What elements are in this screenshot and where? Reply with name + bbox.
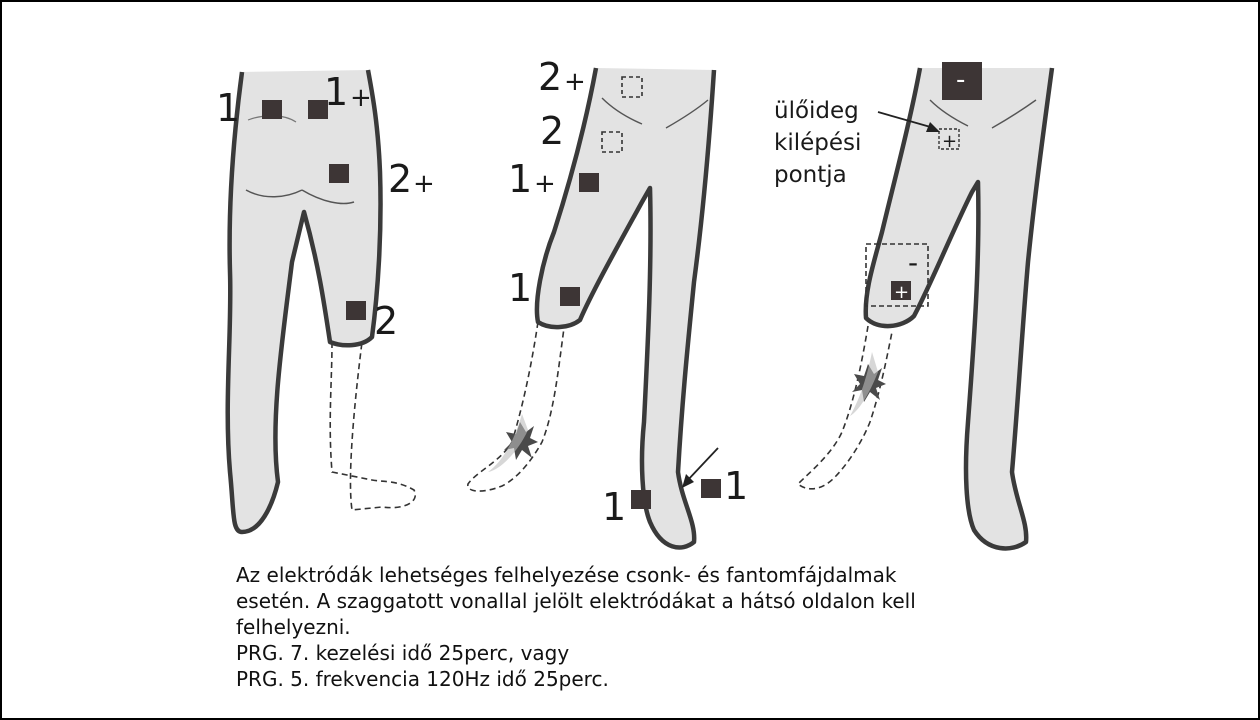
nerve-label-plus-hip: + xyxy=(942,131,957,152)
front-label-2-plus: 2 xyxy=(538,55,562,99)
front-electrode-1 xyxy=(560,287,580,306)
nerve-pain-shade xyxy=(850,352,878,416)
front-label-2-plus-sign: + xyxy=(564,67,586,97)
front-groin-line-left xyxy=(601,97,643,125)
back-label-2-plus-sign: + xyxy=(413,169,435,199)
nerve-label-line1: ülőideg xyxy=(774,98,859,124)
figure-caption: Az elektródák lehetséges felhelyezése cs… xyxy=(236,562,1056,692)
front-label-1: 1 xyxy=(508,266,532,310)
back-label-1-right-plus: + xyxy=(350,83,372,113)
caption-line-5: PRG. 5. frekvencia 120Hz idő 25perc. xyxy=(236,667,609,691)
front-label-1-foot-left: 1 xyxy=(602,485,626,529)
back-label-1-right: 1 xyxy=(324,70,348,114)
back-label-2-plus: 2 xyxy=(388,157,412,201)
front-pain-shade xyxy=(488,414,528,472)
nerve-knee-dashed-box xyxy=(865,243,929,307)
nerve-electrode-plus-knee xyxy=(891,281,911,300)
nerve-label-minus-top: - xyxy=(956,65,965,95)
front-groin-line-right xyxy=(665,99,709,129)
nerve-groin-line-right xyxy=(991,99,1037,129)
front-electrode-1-foot-left xyxy=(631,490,651,509)
back-buttock-line-right xyxy=(301,189,355,205)
front-electrode-2-dashed xyxy=(601,131,623,153)
back-label-2: 2 xyxy=(374,299,398,343)
front-label-1-foot-right: 1 xyxy=(724,464,748,508)
back-label-1-left: 1 xyxy=(216,86,240,130)
front-label-1-plus-sign: + xyxy=(534,169,556,199)
back-electrode-2 xyxy=(346,301,366,320)
nerve-body-outline xyxy=(863,67,1055,551)
caption-line-1: Az elektródák lehetséges felhelyezése cs… xyxy=(236,563,897,587)
nerve-electrode-plus-hip xyxy=(938,128,960,150)
front-arrow-line xyxy=(685,447,719,483)
nerve-label-line3: pontja xyxy=(774,162,847,188)
front-phantom-leg-outline xyxy=(467,321,565,492)
nerve-groin-line-left xyxy=(929,99,969,127)
nerve-phantom-leg-outline xyxy=(796,325,893,490)
front-label-1-plus: 1 xyxy=(508,157,532,201)
caption-line-3: felhelyezni. xyxy=(236,615,351,639)
back-electrode-2-plus xyxy=(329,164,349,183)
nerve-view-figure: - + - + ülőideg kilépési pontja xyxy=(774,62,1055,551)
front-label-2: 2 xyxy=(540,109,564,153)
nerve-label-line2: kilépési xyxy=(774,130,861,156)
front-electrode-1-foot-right xyxy=(701,479,721,498)
nerve-label-minus-knee: - xyxy=(908,246,918,279)
back-buttock-line-left xyxy=(245,189,303,198)
caption-line-4: PRG. 7. kezelési idő 25perc, vagy xyxy=(236,641,570,665)
back-view-figure: 1 1 + 2 + 2 xyxy=(216,69,435,535)
back-electrode-1-left xyxy=(262,100,282,119)
front-electrode-2-plus-dashed xyxy=(621,76,643,98)
nerve-label-plus-knee: + xyxy=(894,282,909,303)
back-body-outline xyxy=(225,69,383,535)
nerve-arrow-line xyxy=(877,111,935,129)
caption-line-2: esetén. A szaggatott vonallal jelölt ele… xyxy=(236,589,916,613)
nerve-arrow-head xyxy=(926,122,940,132)
back-electrode-1-right xyxy=(308,100,328,119)
front-electrode-1-plus xyxy=(579,173,599,192)
front-view-figure: 2 + 2 1 + 1 1 1 xyxy=(467,55,748,550)
nerve-electrode-minus-top xyxy=(942,62,982,100)
back-phantom-leg-outline xyxy=(329,341,417,511)
front-arrow-head xyxy=(682,474,694,488)
